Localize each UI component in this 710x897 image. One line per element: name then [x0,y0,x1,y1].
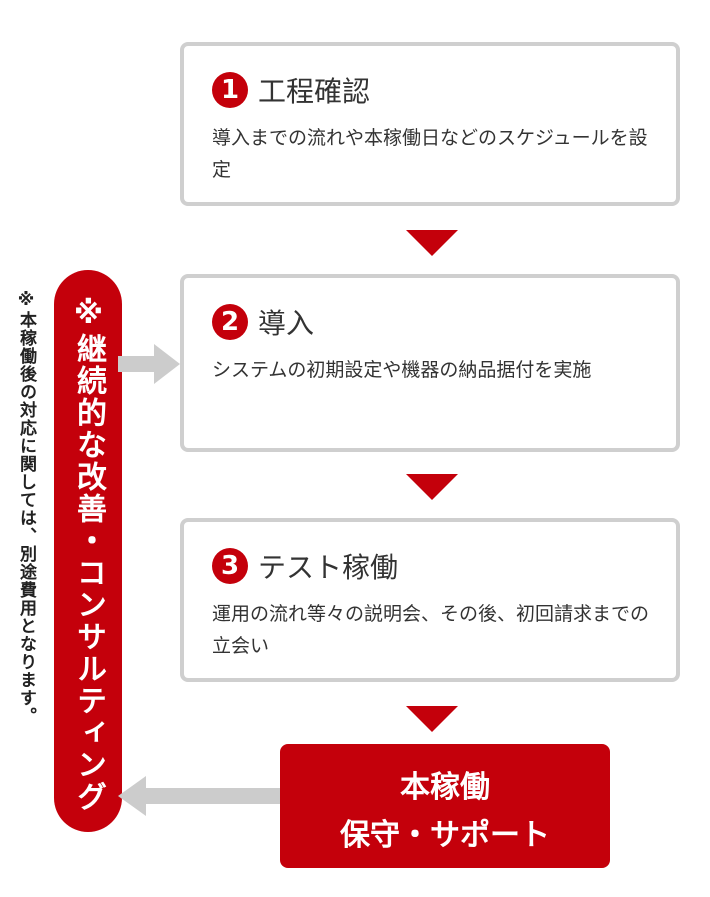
arrow-right-icon [118,344,180,384]
down-arrow-icon [406,230,458,256]
final-stage-box: 本稼働 保守・サポート [280,744,610,868]
step-2-title: 導入 [258,307,315,340]
side-note: ※本稼働後の対応に関しては、別途費用となります。 [16,290,36,725]
final-stage-subtitle: 保守・サポート [340,818,550,853]
consulting-label: ※継続的な改善・コンサルティング [71,296,106,813]
step-2-header: 2 導入 [212,302,314,342]
down-arrow-icon [406,706,458,732]
step-2-number: 2 [212,304,248,340]
arrow-left-icon [118,776,280,816]
step-1-box: 1 工程確認 導入までの流れや本稼働日などのスケジュールを設定 [180,42,680,206]
step-1-title: 工程確認 [258,75,371,108]
down-arrow-icon [406,474,458,500]
step-3-title: テスト稼働 [258,551,399,584]
step-3-description: 運用の流れ等々の説明会、その後、初回請求までの立会い [212,603,650,657]
step-1-number: 1 [212,72,248,108]
step-3-header: 3 テスト稼働 [212,546,398,586]
step-1-description: 導入までの流れや本稼働日などのスケジュールを設定 [212,127,648,181]
step-3-number: 3 [212,548,248,584]
step-1-header: 1 工程確認 [212,70,370,110]
step-2-box: 2 導入 システムの初期設定や機器の納品据付を実施 [180,274,680,452]
step-2-description: システムの初期設定や機器の納品据付を実施 [212,359,592,381]
consulting-pill: ※継続的な改善・コンサルティング [54,270,122,832]
final-stage-title: 本稼働 [400,770,490,805]
step-3-box: 3 テスト稼働 運用の流れ等々の説明会、その後、初回請求までの立会い [180,518,680,682]
